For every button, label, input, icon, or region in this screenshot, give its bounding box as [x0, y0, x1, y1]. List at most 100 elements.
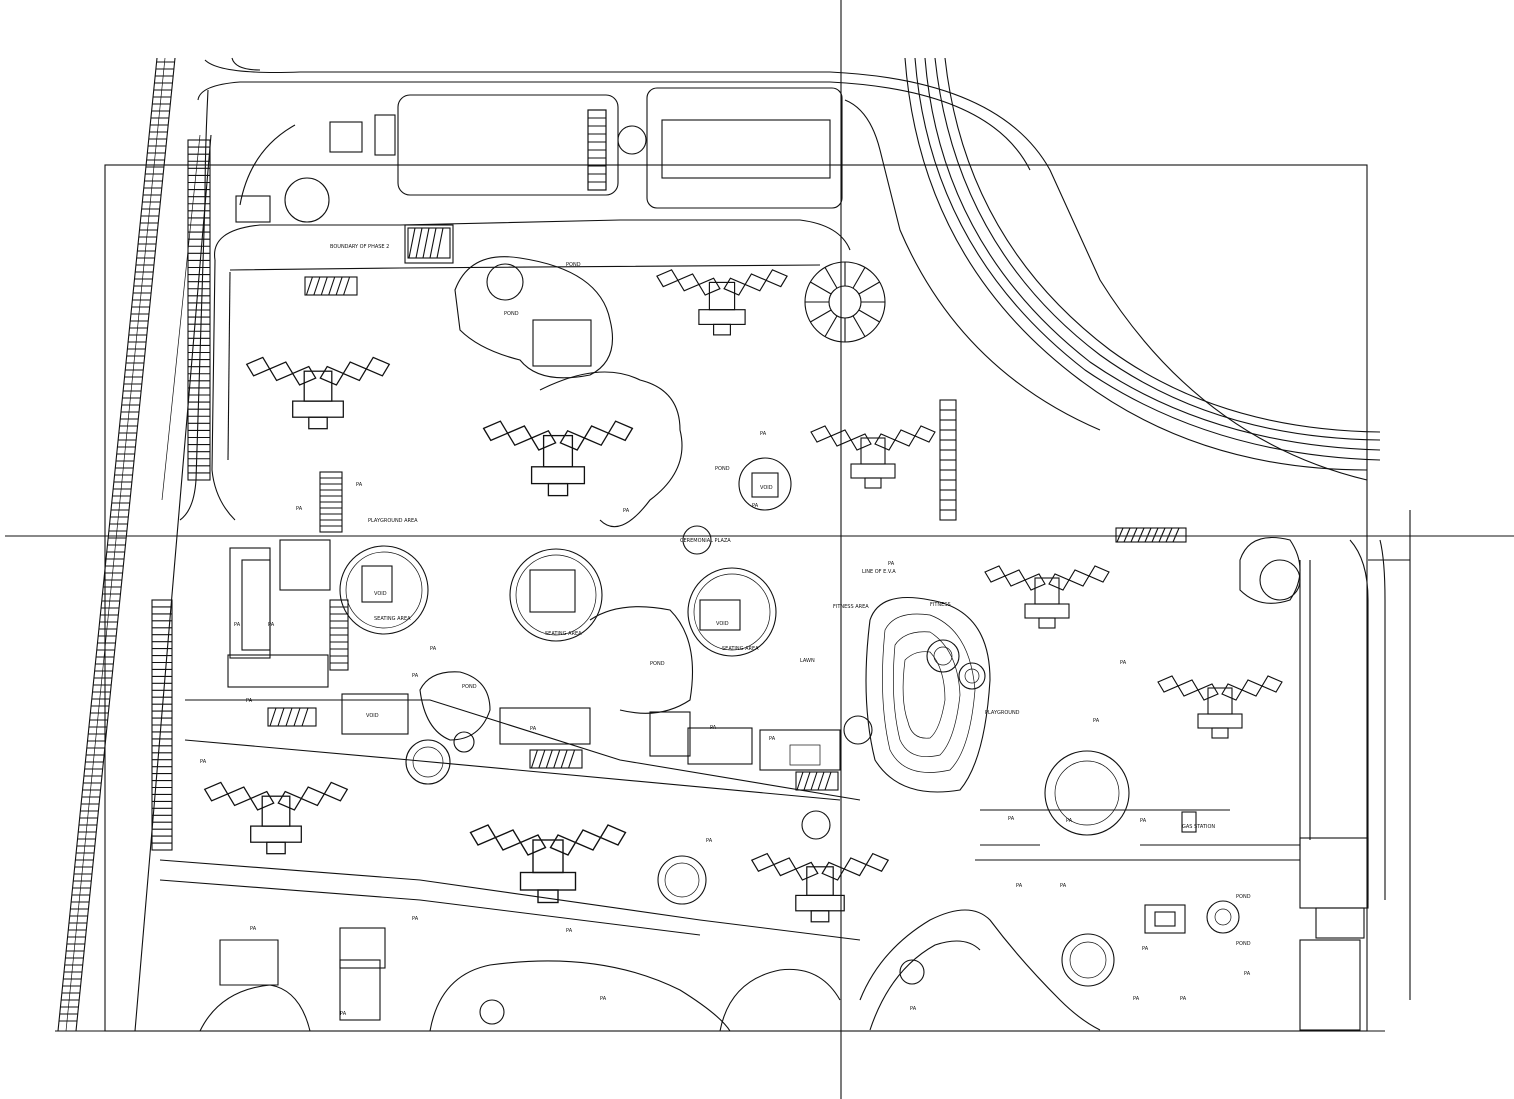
pa-label: PA — [200, 759, 207, 765]
building-wing — [245, 356, 317, 386]
label-seating-1: SEATING AREA — [374, 616, 411, 622]
rosette-spoke — [810, 281, 832, 295]
parking-bay-line — [277, 707, 285, 727]
rosette-spoke — [810, 309, 832, 323]
pa-label: PA — [1244, 971, 1251, 977]
parking-bay-line — [545, 749, 553, 769]
pa-label: PA — [1008, 816, 1015, 822]
building-core — [261, 795, 291, 827]
ponds — [419, 256, 693, 753]
building-wing — [203, 781, 275, 811]
building-wing — [874, 425, 936, 451]
parking-bay-line — [824, 771, 832, 791]
parking-bay-line — [436, 227, 444, 259]
parking-bay-line — [1116, 527, 1124, 543]
building-cluster — [810, 425, 936, 489]
pa-label: PA — [769, 736, 776, 742]
building-wing — [984, 565, 1046, 591]
label-seating-2: SEATING AREA — [545, 631, 582, 637]
building-core — [1207, 687, 1233, 715]
pa-label: PA — [710, 725, 717, 731]
east-roads — [1299, 510, 1411, 1031]
label-eva: LINE OF E.V.A — [862, 569, 896, 575]
parking-bay-line — [810, 771, 818, 791]
pa-label: PA — [888, 561, 895, 567]
top-parking — [235, 87, 843, 264]
label-ceremonial: CEREMONIAL PLAZA — [680, 538, 731, 544]
pa-label: PA — [1093, 718, 1100, 724]
building-base — [292, 400, 344, 418]
label-pond-2: POND — [504, 311, 519, 317]
label-lawn: LAWN — [800, 658, 815, 664]
parking-bay-line — [429, 227, 437, 259]
annotations: BOUNDARY OF PHASE 2 PLAYGROUND AREA POND… — [330, 244, 1251, 947]
rosette-spoke — [824, 267, 838, 289]
parking-bay-line — [538, 749, 546, 769]
building-wing — [656, 269, 721, 296]
parking-bay-line — [796, 771, 804, 791]
building-entry — [1038, 617, 1056, 629]
label-pond-4: POND — [462, 684, 477, 690]
pa-label: PA — [412, 673, 419, 679]
pa-label: PA — [340, 1011, 347, 1017]
label-pond-6: POND — [1236, 894, 1251, 900]
parking-strip — [529, 749, 583, 769]
rosette-spoke — [852, 315, 866, 337]
label-fitness: FITNESS AREA — [833, 604, 869, 610]
building-core — [806, 866, 834, 897]
label-gas: GAS STATION — [1182, 824, 1215, 830]
building-base — [1197, 713, 1243, 729]
parking-bay-line — [560, 749, 568, 769]
building-cluster — [1157, 675, 1283, 739]
parking-bay-line — [817, 771, 825, 791]
pa-label: PA — [1016, 883, 1023, 889]
label-seating-3: SEATING AREA — [722, 646, 759, 652]
parking-bay-line — [305, 276, 313, 296]
pa-label: PA — [296, 506, 303, 512]
pa-label: PA — [1180, 996, 1187, 1002]
building-cluster — [203, 781, 349, 855]
building-wing — [1048, 565, 1110, 591]
label-pond-7: POND — [1236, 941, 1251, 947]
parking-strip — [304, 276, 358, 296]
buildings — [203, 261, 1283, 923]
parking-bay-line — [320, 276, 328, 296]
internal-roads — [159, 219, 1300, 941]
label-void-2: VOID — [716, 621, 729, 627]
building-entry — [810, 910, 830, 923]
parking-bay-line — [293, 707, 301, 727]
pa-label: PA — [246, 698, 253, 704]
pa-label: PA — [1140, 818, 1147, 824]
label-playground: PLAYGROUND AREA — [368, 518, 418, 524]
building-cluster — [469, 824, 627, 904]
parking-bay-line — [285, 707, 293, 727]
building-wing — [810, 425, 872, 451]
building-cluster — [984, 565, 1110, 629]
building-wing — [319, 356, 391, 386]
building-core — [708, 281, 736, 311]
pa-label: PA — [706, 838, 713, 844]
rosette-spoke — [858, 309, 880, 323]
pa-label: PA — [752, 503, 759, 509]
parking-bay-line — [1151, 527, 1159, 543]
pa-label: PA — [1142, 946, 1149, 952]
building-entry — [1211, 727, 1229, 739]
parking-bay-line — [1123, 527, 1131, 543]
building-base — [519, 871, 577, 891]
rosette-inner — [828, 285, 862, 319]
label-void-3: VOID — [760, 485, 773, 491]
parking-bay-line — [269, 707, 277, 727]
rosette-spoke — [858, 281, 880, 295]
building-core — [860, 437, 886, 465]
building-wing — [723, 269, 788, 296]
pa-label: PA — [412, 916, 419, 922]
building-core — [303, 370, 333, 402]
west-road-hatch — [59, 61, 175, 1022]
rosette-feature — [804, 261, 886, 343]
parking-bay-line — [343, 276, 351, 296]
parking-bay-line — [1130, 527, 1138, 543]
building-base — [1024, 603, 1070, 619]
building-base — [530, 466, 586, 485]
